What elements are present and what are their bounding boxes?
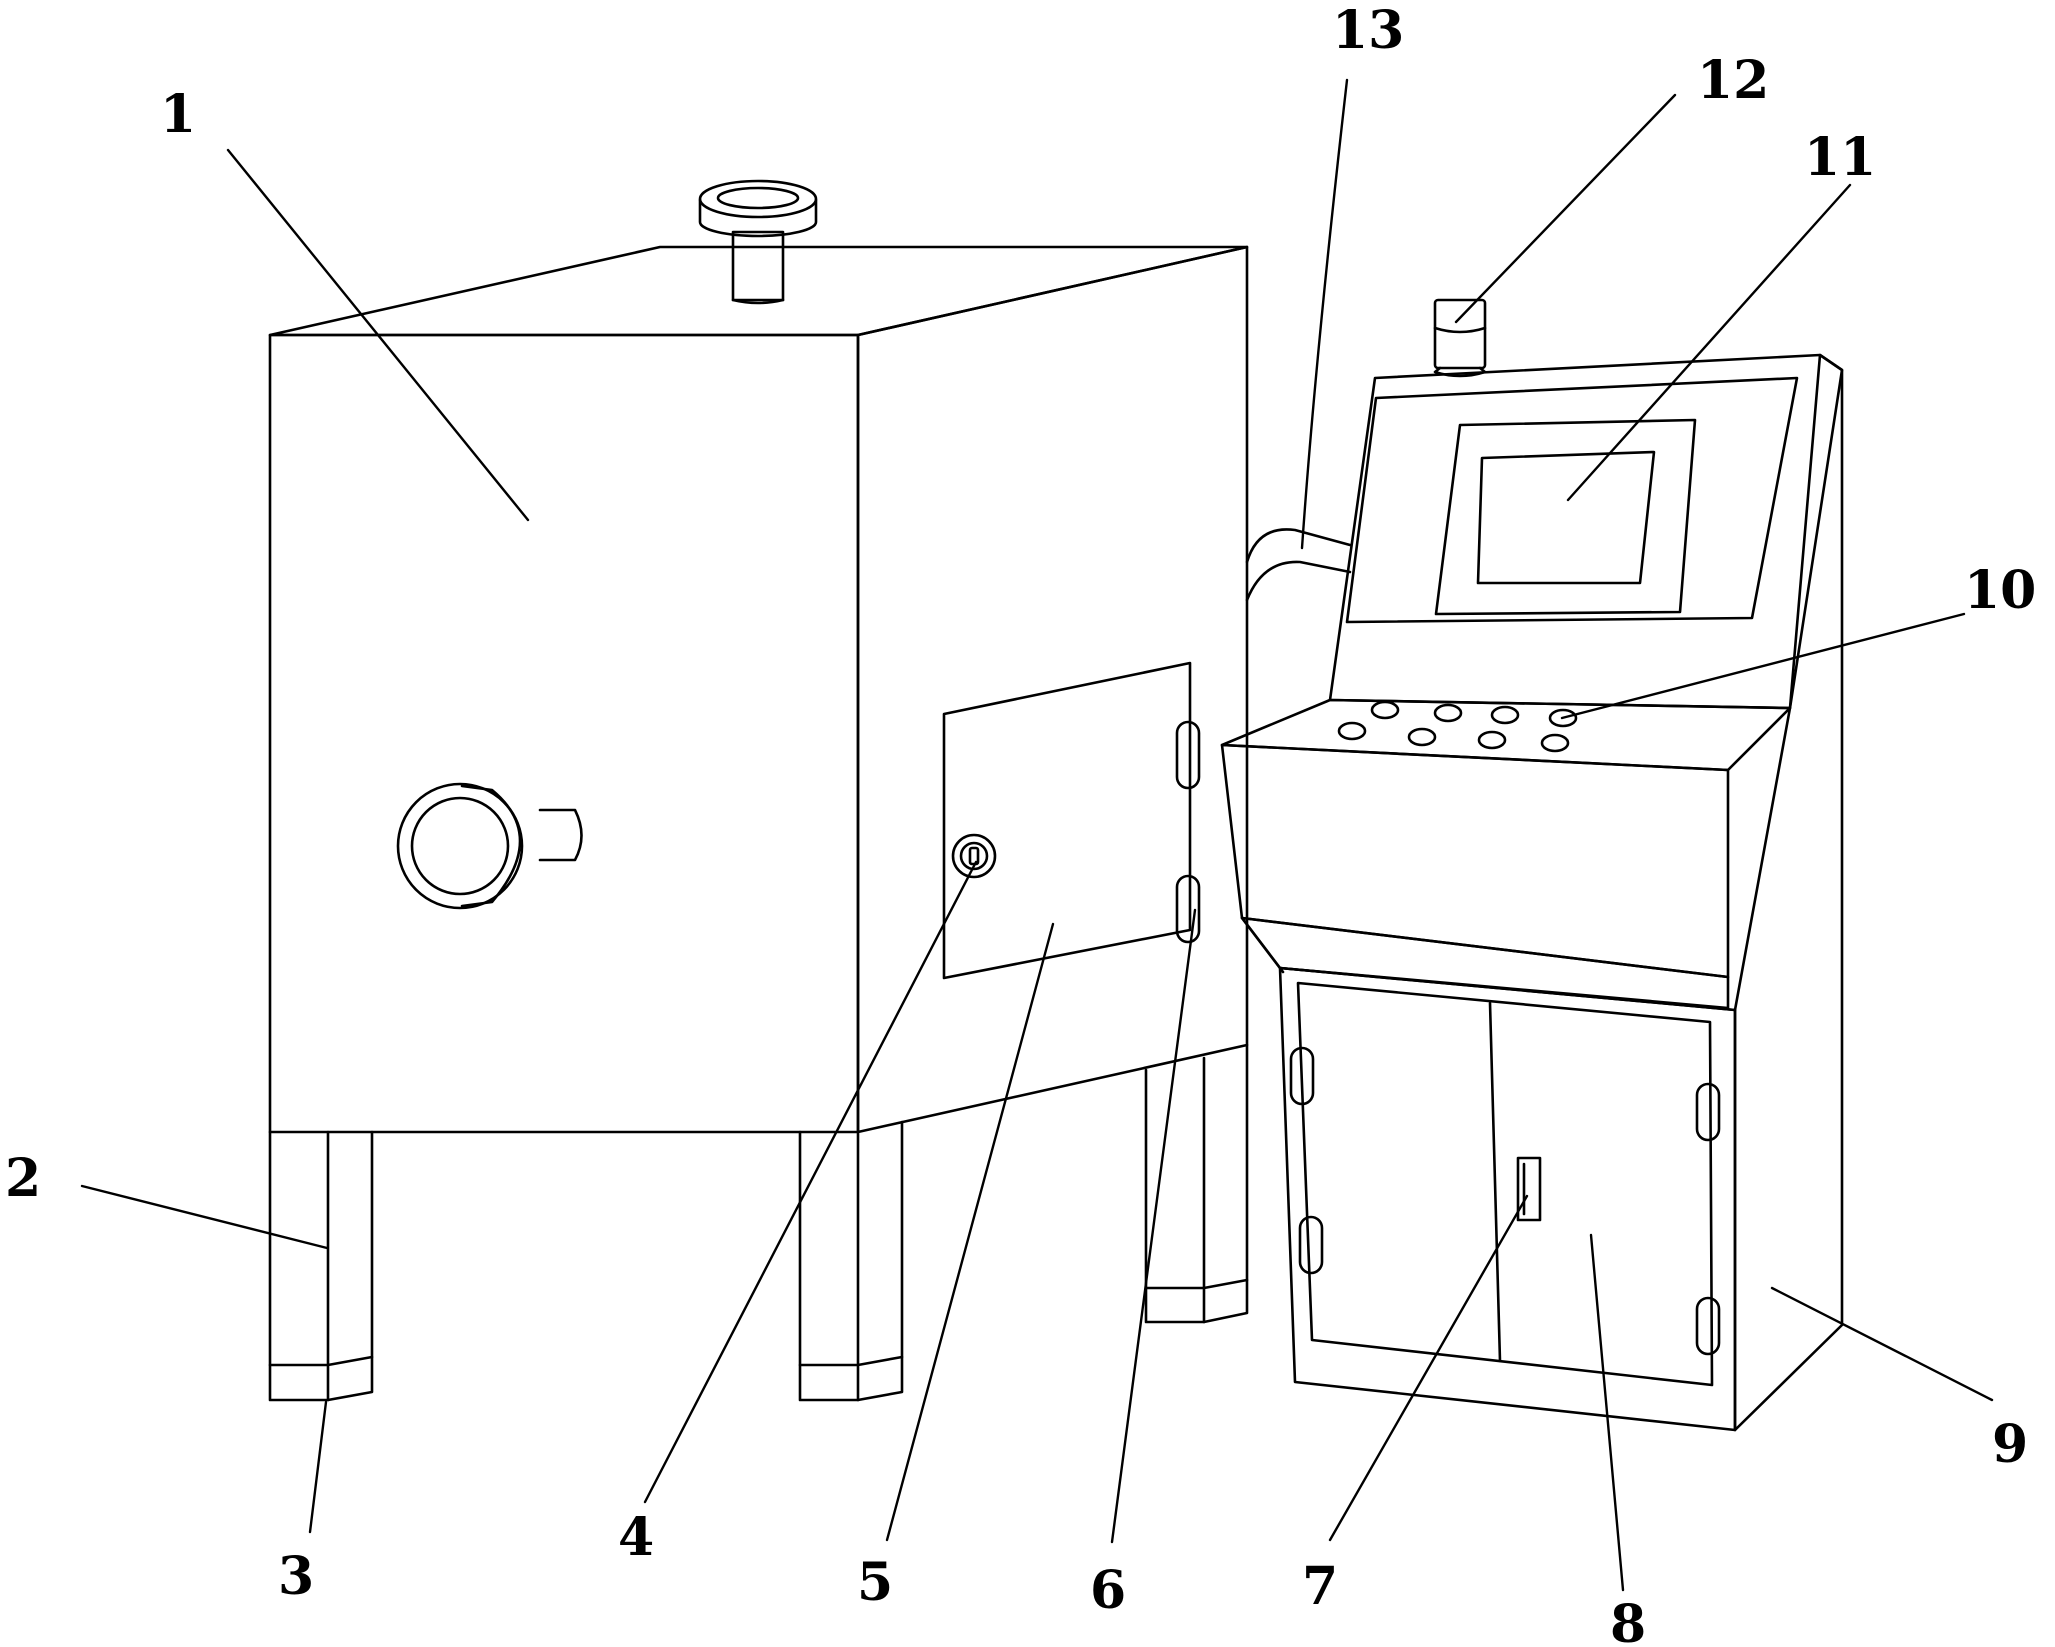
monitor-bezel xyxy=(1345,376,1799,624)
leader-8 xyxy=(1589,1233,1625,1592)
door-hinge-lower xyxy=(1175,874,1201,944)
side-door xyxy=(942,661,1201,980)
callout-labels: 1 2 3 4 5 6 7 8 9 10 11 12 13 xyxy=(5,0,2036,1647)
display-screen xyxy=(1476,450,1656,585)
callout-4: 4 xyxy=(618,1507,654,1568)
callout-8: 8 xyxy=(1610,1594,1646,1647)
control-button[interactable] xyxy=(1407,727,1437,747)
cabinet-legs xyxy=(268,1043,1249,1402)
warning-light-body xyxy=(1433,298,1487,370)
monitor-housing xyxy=(1328,353,1844,710)
cabinet-door-split xyxy=(1488,1001,1502,1363)
callout-9: 9 xyxy=(1992,1414,2028,1475)
control-button[interactable] xyxy=(1433,703,1463,723)
lower-cabinet-front xyxy=(1278,966,1737,1432)
cabinet-hinge xyxy=(1695,1082,1721,1142)
top-inlet-pipe xyxy=(698,179,818,305)
leader-11 xyxy=(1566,183,1852,502)
inlet-flange-top xyxy=(698,179,818,219)
callout-5: 5 xyxy=(857,1552,893,1613)
control-button[interactable] xyxy=(1370,700,1400,720)
leg-back-right xyxy=(1144,1043,1249,1324)
cable-lower xyxy=(1245,560,1352,602)
warning-light-base xyxy=(1433,366,1487,378)
cabinet-hinge xyxy=(1695,1296,1721,1356)
leader-2 xyxy=(80,1184,329,1250)
callout-12: 12 xyxy=(1697,50,1769,111)
foot-front-right xyxy=(798,1355,904,1367)
door-lock-inner xyxy=(959,841,989,871)
control-button[interactable] xyxy=(1548,708,1578,728)
control-button[interactable] xyxy=(1490,705,1520,725)
control-button[interactable] xyxy=(1540,733,1570,753)
screen-frame xyxy=(1434,418,1697,616)
leader-1 xyxy=(226,148,530,522)
door-handle[interactable] xyxy=(1516,1156,1542,1222)
warning-light-band xyxy=(1433,326,1487,334)
control-buttons[interactable] xyxy=(1337,700,1578,753)
lower-cabinet-top-transition xyxy=(1240,916,1730,1010)
control-panel-front xyxy=(1220,743,1730,979)
leader-9 xyxy=(1770,1286,1994,1402)
inlet-pipe-stem xyxy=(731,230,785,302)
callout-10: 10 xyxy=(1964,560,2036,621)
callout-11: 11 xyxy=(1804,127,1876,188)
side-door-panel xyxy=(942,661,1192,980)
leader-12 xyxy=(1454,93,1677,324)
leader-10 xyxy=(1560,612,1966,720)
port-inner-ring xyxy=(410,796,510,896)
callout-7: 7 xyxy=(1302,1556,1338,1617)
leader-7 xyxy=(1328,1194,1529,1542)
callout-6: 6 xyxy=(1090,1560,1126,1621)
inlet-flange-side xyxy=(698,198,818,238)
callout-2: 2 xyxy=(5,1148,41,1209)
port-housing xyxy=(460,784,522,908)
leader-lines xyxy=(80,78,1994,1592)
port-nozzle xyxy=(538,808,583,862)
callout-1: 1 xyxy=(160,84,196,145)
control-button[interactable] xyxy=(1477,730,1507,750)
cabinet-hinge xyxy=(1289,1046,1315,1106)
foot-back-right xyxy=(1144,1278,1249,1290)
cabinet-side-face xyxy=(856,245,1249,1134)
cabinet-doors-frame xyxy=(1296,981,1714,1387)
lower-cabinet-shoulder xyxy=(1240,916,1737,1012)
leg-front-right xyxy=(798,1120,904,1402)
callout-13: 13 xyxy=(1332,0,1404,61)
callout-3: 3 xyxy=(278,1546,314,1607)
connecting-cable xyxy=(1245,528,1352,602)
cabinet-front-face xyxy=(268,333,860,1134)
leader-6 xyxy=(1110,908,1197,1544)
cabinet-hinge xyxy=(1298,1215,1324,1275)
console-side-panel xyxy=(1733,353,1844,1432)
cable-upper xyxy=(1245,528,1352,564)
control-button[interactable] xyxy=(1337,721,1367,741)
port-outer-ring xyxy=(396,782,524,910)
leader-4 xyxy=(643,860,978,1504)
inlet-pipe-base-curve xyxy=(731,298,785,305)
viewing-port xyxy=(396,782,583,910)
door-hinge-upper xyxy=(1175,720,1201,790)
control-console xyxy=(1220,298,1844,1432)
cabinet-top-face xyxy=(268,245,1249,337)
main-cabinet xyxy=(268,245,1249,1134)
leader-5 xyxy=(885,922,1055,1542)
leader-13 xyxy=(1300,78,1349,550)
foot-front-left xyxy=(268,1355,374,1367)
inlet-flange-hole xyxy=(716,186,800,210)
leader-3 xyxy=(308,1400,328,1534)
door-lock-outer xyxy=(951,833,997,879)
